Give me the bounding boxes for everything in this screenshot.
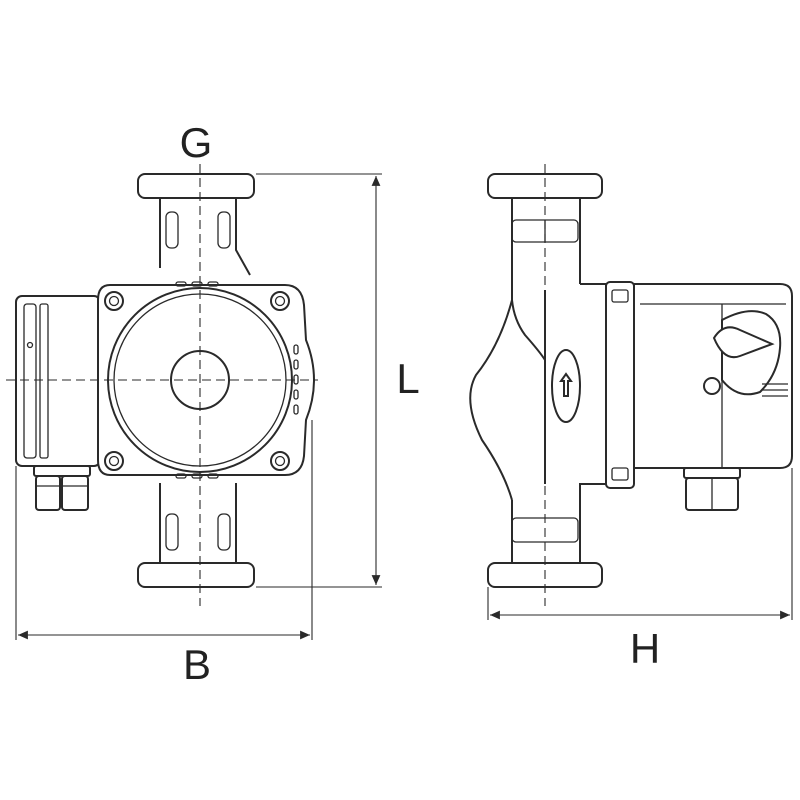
- front-bolts: [104, 291, 290, 471]
- flow-arrow-icon: [559, 372, 573, 397]
- dimension-l: [256, 173, 382, 588]
- front-view: [6, 164, 318, 606]
- front-vent-slots: [175, 281, 299, 479]
- speed-selector-knob: [703, 310, 788, 397]
- side-volute: [469, 299, 513, 501]
- label-g: G: [180, 119, 213, 166]
- side-flow-direction-window: [551, 349, 581, 423]
- front-cable-glands: [33, 465, 91, 511]
- label-b: B: [183, 641, 211, 688]
- dimension-h: [487, 468, 793, 620]
- side-view: [469, 164, 793, 606]
- front-bottom-neck: [159, 483, 237, 563]
- side-cable-gland: [683, 467, 741, 511]
- dimension-b: [15, 420, 313, 640]
- front-terminal-box: [15, 295, 101, 467]
- front-top-flange: [137, 173, 255, 199]
- front-top-neck: [159, 198, 251, 276]
- label-h: H: [630, 625, 660, 672]
- label-l: L: [396, 355, 419, 402]
- front-bottom-flange: [137, 562, 255, 588]
